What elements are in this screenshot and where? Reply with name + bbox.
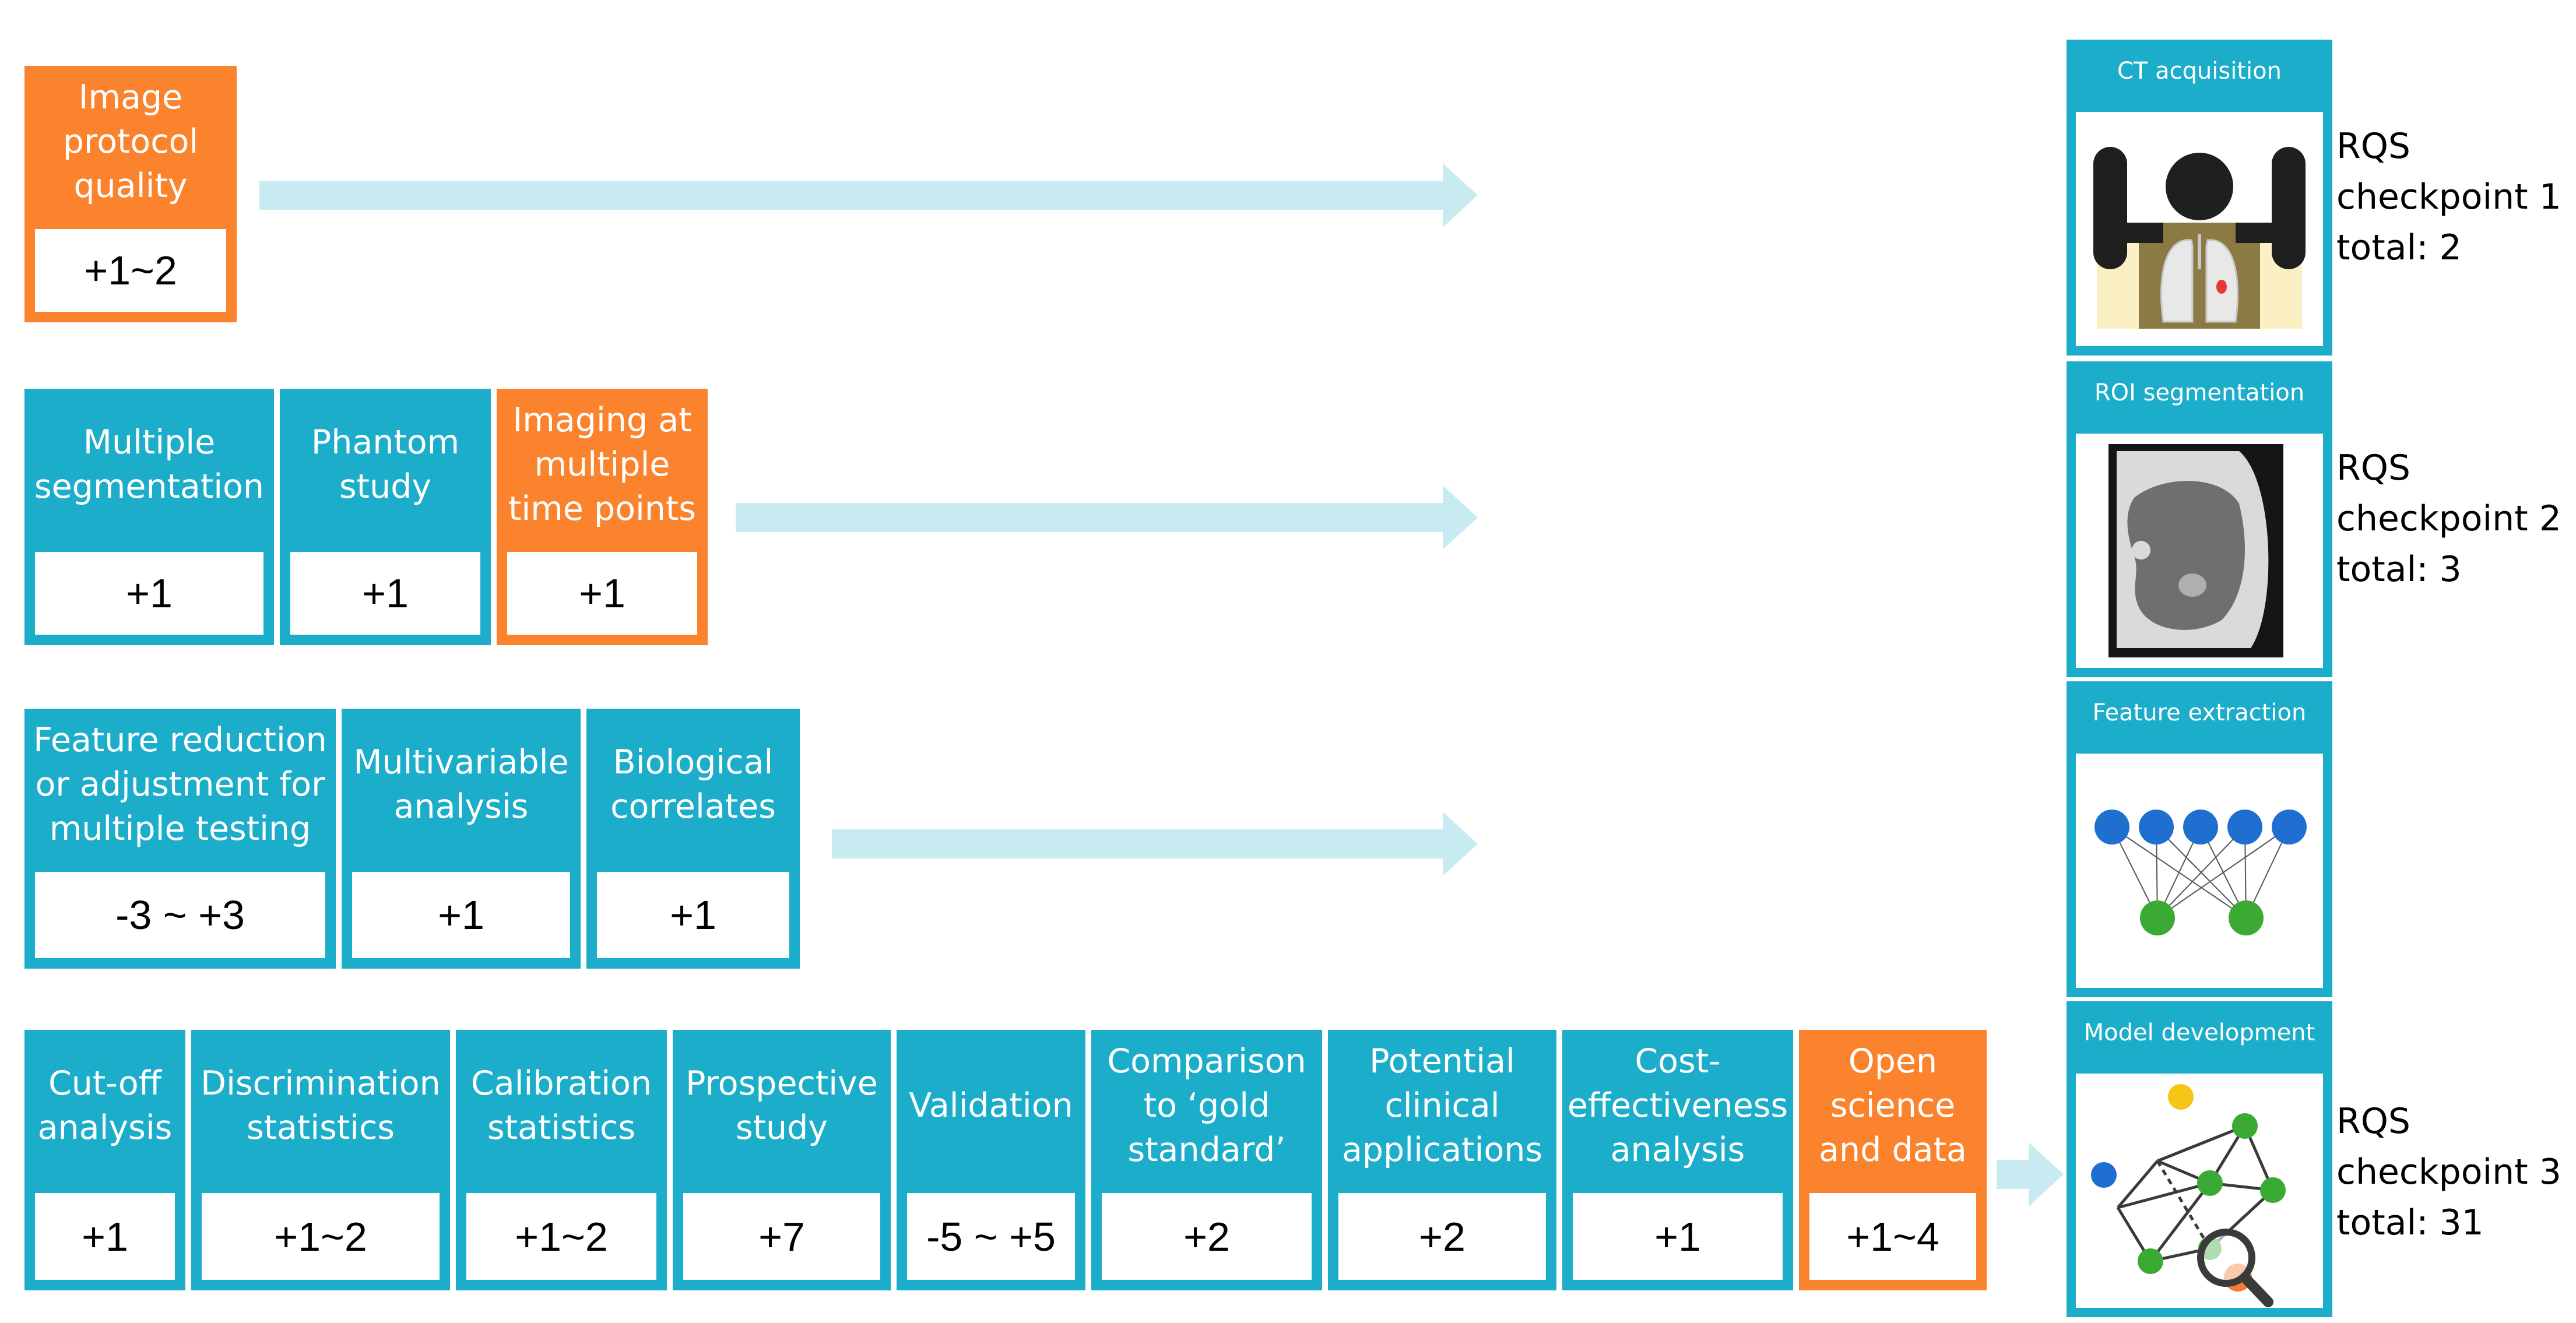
criterion-score: +1: [342, 861, 581, 969]
criterion-comparison-gold-standard: Comparison to ‘gold standard’ +2: [1091, 1030, 1322, 1290]
criterion-score: +1: [24, 1183, 185, 1290]
rqs-checkpoint-3: RQS checkpoint 3 total: 31: [2336, 1096, 2570, 1248]
checkpoint-total: total: 3: [2336, 549, 2462, 590]
criterion-cut-off-analysis: Cut-off analysis +1: [24, 1030, 185, 1290]
checkpoint-name: checkpoint 3: [2336, 1152, 2561, 1192]
criterion-title: Validation: [897, 1030, 1085, 1183]
criterion-feature-reduction: Feature reduction or adjustment for mult…: [24, 709, 336, 969]
criterion-score: +1: [1562, 1183, 1793, 1290]
criterion-cost-effectiveness-analysis: Cost-effectiveness analysis +1: [1562, 1030, 1793, 1290]
criterion-title: Multiple segmentation: [24, 389, 274, 541]
rqs-checkpoint-1: RQS checkpoint 1 total: 2: [2336, 121, 2570, 273]
neural-network-icon: [2094, 810, 2307, 935]
stage-image-frame: [2067, 103, 2332, 356]
stage-roi-segmentation: ROI segmentation: [2067, 361, 2332, 677]
criterion-validation: Validation -5 ~ +5: [897, 1030, 1085, 1290]
criterion-score: +7: [673, 1183, 891, 1290]
stage-image-frame: [2067, 424, 2332, 677]
criterion-potential-clinical-applications: Potential clinical applications +2: [1328, 1030, 1556, 1290]
criterion-title: Potential clinical applications: [1328, 1030, 1556, 1183]
criterion-score: +1~4: [1799, 1183, 1987, 1290]
checkpoint-total: total: 2: [2336, 227, 2462, 268]
stage-feature-extraction: Feature extraction: [2067, 681, 2332, 997]
stage-title: ROI segmentation: [2067, 361, 2332, 424]
ct-slice-icon: [2108, 444, 2283, 657]
criterion-title: Feature reduction or adjustment for mult…: [24, 709, 336, 861]
criterion-title: Open science and data: [1799, 1030, 1987, 1183]
checkpoint-total: total: 31: [2336, 1202, 2484, 1243]
criterion-title: Cut-off analysis: [24, 1030, 185, 1183]
checkpoint-name: checkpoint 2: [2336, 498, 2561, 539]
criterion-title: Prospective study: [673, 1030, 891, 1183]
criterion-score: +1~2: [456, 1183, 667, 1290]
rqs-checkpoint-2: RQS checkpoint 2 total: 3: [2336, 443, 2570, 595]
criterion-score: +1~2: [24, 219, 237, 322]
checkpoint-label: RQS: [2336, 126, 2411, 167]
stage-image-frame: [2067, 1064, 2332, 1317]
checkpoint-name: checkpoint 1: [2336, 177, 2561, 217]
criterion-score: +1: [280, 541, 491, 645]
model-graph-icon: [2091, 1084, 2286, 1307]
criterion-title: Phantom study: [280, 389, 491, 541]
criterion-title: Cost-effectiveness analysis: [1562, 1030, 1793, 1183]
stage-image-frame: [2067, 744, 2332, 997]
arrow-row-2: [736, 485, 1478, 550]
criterion-title: Discrimination statistics: [191, 1030, 450, 1183]
criterion-score: -3 ~ +3: [24, 861, 336, 969]
criterion-score: +1~2: [191, 1183, 450, 1290]
stage-title: Model development: [2067, 1001, 2332, 1064]
criterion-title: Biological correlates: [586, 709, 800, 861]
stage-title: CT acquisition: [2067, 40, 2332, 103]
criterion-score: +2: [1091, 1183, 1322, 1290]
criterion-multivariable-analysis: Multivariable analysis +1: [342, 709, 581, 969]
criterion-calibration-statistics: Calibration statistics +1~2: [456, 1030, 667, 1290]
arrow-row-1: [259, 163, 1478, 227]
criterion-title: Calibration statistics: [456, 1030, 667, 1183]
checkpoint-label: RQS: [2336, 1101, 2411, 1142]
criterion-title: Comparison to ‘gold standard’: [1091, 1030, 1322, 1183]
criterion-title: Image protocol quality: [24, 66, 237, 219]
criterion-imaging-multiple-time-points: Imaging at multiple time points +1: [497, 389, 708, 645]
checkpoint-label: RQS: [2336, 448, 2411, 488]
criterion-title: Imaging at multiple time points: [497, 389, 708, 541]
criterion-score: +1: [586, 861, 800, 969]
criterion-discrimination-statistics: Discrimination statistics +1~2: [191, 1030, 450, 1290]
criterion-score: +1: [497, 541, 708, 645]
criterion-score: +1: [24, 541, 274, 645]
criterion-phantom-study: Phantom study +1: [280, 389, 491, 645]
arrow-row-3: [832, 812, 1478, 876]
patient-ct-icon: [2093, 147, 2306, 329]
criterion-multiple-segmentation: Multiple segmentation +1: [24, 389, 274, 645]
criterion-score: +2: [1328, 1183, 1556, 1290]
criterion-score: -5 ~ +5: [897, 1183, 1085, 1290]
arrow-row-4: [1997, 1142, 2064, 1206]
criterion-open-science-data: Open science and data +1~4: [1799, 1030, 1987, 1290]
criterion-prospective-study: Prospective study +7: [673, 1030, 891, 1290]
criterion-biological-correlates: Biological correlates +1: [586, 709, 800, 969]
criterion-title: Multivariable analysis: [342, 709, 581, 861]
criterion-image-protocol-quality: Image protocol quality +1~2: [24, 66, 237, 322]
stage-model-development: Model development: [2067, 1001, 2332, 1317]
stage-ct-acquisition: CT acquisition: [2067, 40, 2332, 356]
stage-title: Feature extraction: [2067, 681, 2332, 744]
